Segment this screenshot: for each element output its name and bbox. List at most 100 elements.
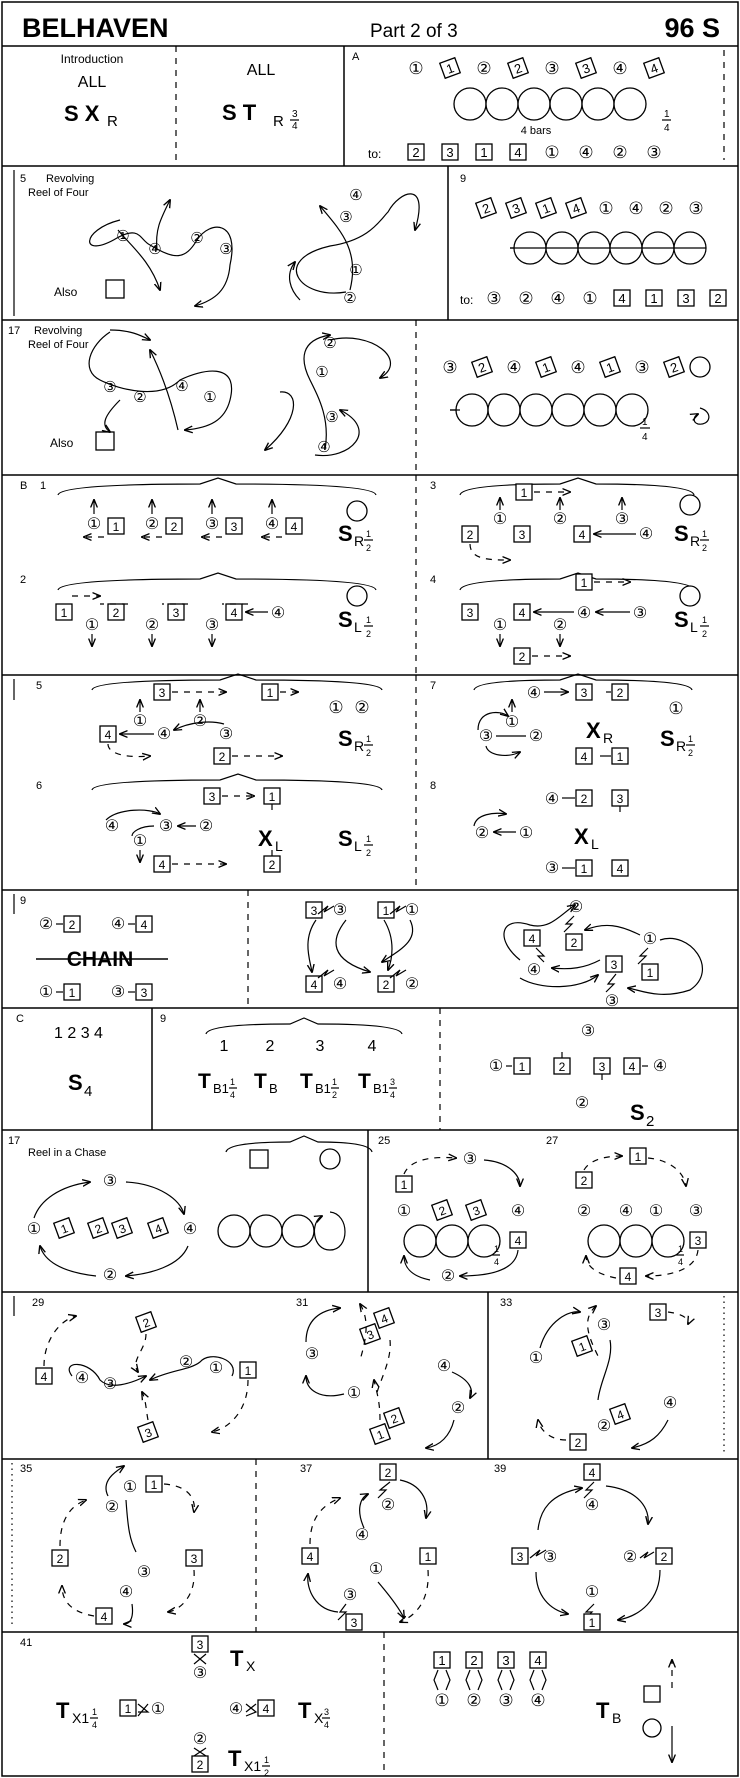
turn-frac-den: 4 [390,1090,395,1100]
bar-33-diagram: 3 ① ③ 1 ④ 4 ② 2 [529,1303,689,1451]
svg-text:④: ④ [157,726,171,743]
svg-text:4: 4 [153,1221,164,1237]
svg-text:2: 2 [171,520,178,534]
svg-text:2: 2 [141,1315,152,1331]
svg-text:②: ② [323,335,336,352]
dancer-lady-1: 1 [475,143,493,161]
to-label: to: [368,147,381,161]
svg-text:③: ③ [111,984,125,1001]
svg-text:④: ④ [355,1527,369,1544]
svg-text:①: ① [328,698,343,717]
svg-text:1: 1 [577,1339,588,1355]
bar-31-diagram: ③ 3 4 ④ ② ① 2 1 [305,1304,472,1448]
svg-text:2: 2 [412,145,419,160]
svg-text:②: ② [193,1731,207,1748]
turn-label: T [198,1070,211,1093]
svg-text:②: ② [190,230,203,247]
b5-figure: 3 1 ① ② 4 ④ ③ 2 [99,683,298,765]
dancer-man-3: ③ [634,358,649,377]
svg-text:2: 2 [581,1174,588,1188]
svg-text:1: 1 [604,359,616,376]
svg-text:④: ④ [577,605,591,622]
svg-text:④: ④ [527,685,541,702]
svg-text:4: 4 [494,1257,499,1267]
svg-text:1: 1 [444,60,456,77]
svg-text:2: 2 [668,359,680,376]
s2-sub: 2 [646,1113,654,1130]
svg-text:1: 1 [401,1178,408,1192]
dancer-lady-3: 3 [497,1651,515,1669]
svg-text:1: 1 [494,1244,499,1254]
a-circle-row [453,87,647,121]
svg-text:1: 1 [589,1616,596,1630]
svg-text:④: ④ [175,378,188,395]
svg-text:3: 3 [682,291,689,306]
svg-text:①: ① [27,1221,41,1238]
bar-number: 5 [20,173,26,185]
turn-frac-num: 1 [264,1755,269,1765]
svg-text:④: ④ [111,916,125,933]
row3-circle-row [455,393,649,427]
b1-sub: R [354,533,364,549]
svg-text:2: 2 [480,200,492,217]
svg-text:1: 1 [151,1478,158,1492]
b7-sub: R [676,738,686,754]
intro-label: Introduction [61,52,124,66]
rotate-cw-icon [314,1211,346,1251]
turn-t: T [298,1698,312,1723]
svg-text:③: ③ [581,1023,595,1040]
svg-text:3: 3 [519,528,526,542]
reel-diagram-right: ④ ③ ① ② [290,187,420,307]
svg-text:④: ④ [271,605,285,622]
bar-41: 41 [20,1637,32,1649]
svg-text:1: 1 [59,1221,70,1237]
dancer-man-1: ① [544,143,559,162]
svg-text:3: 3 [581,686,588,700]
b5-sub: R [354,738,364,754]
square-icon [95,431,115,451]
dancer-man-2: ② [612,143,627,162]
dancer-lady-4: 4 [509,143,527,161]
svg-text:③: ③ [219,241,232,258]
dancer-lady-3: 3 [574,56,598,80]
bar-8: 8 [430,780,436,792]
svg-text:3: 3 [311,904,318,918]
svg-text:③: ③ [333,902,347,919]
dancer-lady-2: 2 [662,355,686,379]
svg-text:②: ② [145,516,159,533]
b7-x-sub: R [603,730,613,746]
dancer-lady-3: 3 [504,196,528,220]
b6-frac-num: 1 [366,834,371,844]
dancer-lady-1: 1 [433,1651,451,1669]
svg-text:③: ③ [605,993,619,1010]
svg-text:2: 2 [57,1552,64,1566]
row-revolving-reel-1: 5 Revolving Reel of Four Also ① ④ ② ③ ④ … [20,173,727,308]
chase-circle-row [217,1214,315,1248]
bar-6: 6 [36,780,42,792]
svg-text:②: ② [529,728,543,745]
dancer-lady-2: 2 [709,289,727,307]
svg-text:②: ② [451,1400,465,1417]
svg-text:④: ④ [619,1203,633,1220]
dancer-man-3: ③ [646,143,661,162]
row-revolving-reel-2: 17 Revolving Reel of Four Also ③ ② ④ ① ②… [8,325,711,457]
svg-text:②: ② [103,1267,117,1284]
b1-frac-num: 1 [366,529,371,539]
svg-text:④: ④ [148,241,161,258]
bar-27: 27 [546,1135,558,1147]
svg-text:3: 3 [117,1221,128,1237]
svg-text:3: 3 [517,1550,524,1564]
svg-text:4: 4 [570,200,582,217]
dancer-man-4: ④ [550,289,565,308]
svg-text:1: 1 [69,986,76,1000]
svg-text:2: 2 [269,858,276,872]
svg-text:①: ① [123,1479,137,1496]
svg-text:4: 4 [379,1311,390,1327]
svg-text:3: 3 [611,958,618,972]
row-b-1-4: B 1 2 3 4 ① 1 ② 2 ③ 3 ④ 4 S R [20,477,709,665]
dancer-man-1: ① [598,199,613,218]
dancer-man-3: ③ [688,199,703,218]
svg-text:④: ④ [639,526,653,543]
svg-text:①: ① [116,228,129,245]
